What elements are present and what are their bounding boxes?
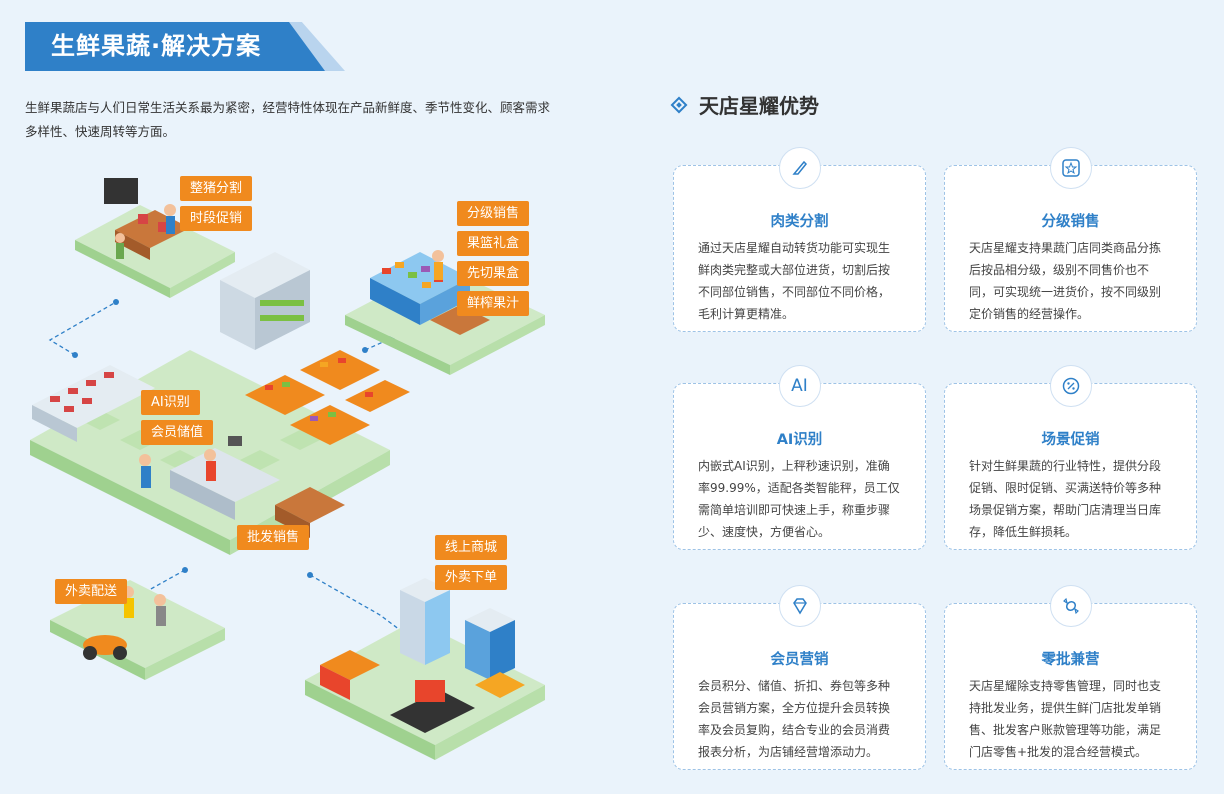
- card-member-marketing: 会员营销 会员积分、储值、折扣、券包等多种会员营销方案，全方位提升会员转换率及会…: [673, 585, 926, 770]
- tag-pig-split: 整猪分割: [180, 176, 253, 201]
- card-desc: 针对生鲜果蔬的行业特性，提供分段促销、限时促销、买满送特价等多种场景促销方案，帮…: [969, 459, 1162, 539]
- star-box-icon: [1049, 147, 1092, 189]
- page-title: 生鲜果蔬·解决方案: [25, 22, 325, 71]
- card-grade-sales: 分级销售 天店星耀支持果蔬门店同类商品分拣后按品相分级，级别不同售价也不同，可实…: [944, 147, 1197, 332]
- candy-icon: [1049, 585, 1092, 627]
- isometric-store-svg: [30, 178, 545, 760]
- tag-fresh-juice: 鲜榨果汁: [457, 291, 530, 316]
- card-desc: 通过天店星耀自动转货功能可实现生鲜肉类完整或大部位进货，切割后按不同部位销售，不…: [698, 241, 891, 321]
- tag-time-promo: 时段促销: [180, 206, 253, 231]
- card-desc: 内嵌式AI识别，上秤秒速识别，准确率99.99%，适配各类智能秤，员工仅需简单培…: [698, 459, 900, 539]
- tag-fruit-basket: 果篮礼盒: [457, 231, 530, 256]
- discount-icon: [1049, 365, 1092, 407]
- card-title: AI识别: [776, 432, 823, 448]
- section-banner: 生鲜果蔬·解决方案: [25, 22, 345, 71]
- tag-wholesale: 批发销售: [237, 525, 310, 550]
- diamond-gem-icon: [778, 585, 821, 627]
- tag-grade-sales: 分级销售: [457, 201, 530, 226]
- card-desc: 天店星耀除支持零售管理，同时也支持批发业务，提供生鲜门店批发单销售、批发客户账款…: [969, 679, 1162, 759]
- tag-takeout-order: 外卖下单: [435, 565, 508, 590]
- tag-online-mall: 线上商城: [435, 535, 508, 560]
- card-title: 分级销售: [1041, 214, 1100, 230]
- advantages-title: 天店星耀优势: [699, 94, 819, 118]
- card-ai-recognition: AI AI识别 内嵌式AI识别，上秤秒速识别，准确率99.99%，适配各类智能秤…: [673, 365, 926, 550]
- card-retail-wholesale: 零批兼营 天店星耀除支持零售管理，同时也支持批发业务，提供生鲜门店批发单销售、批…: [944, 585, 1197, 770]
- card-scene-promo: 场景促销 针对生鲜果蔬的行业特性，提供分段促销、限时促销、买满送特价等多种场景促…: [944, 365, 1197, 550]
- card-desc: 会员积分、储值、折扣、券包等多种会员营销方案，全方位提升会员转换率及会员复购，结…: [698, 679, 891, 759]
- card-title: 零批兼营: [1041, 652, 1100, 668]
- tag-cut-fruit: 先切果盒: [457, 261, 530, 286]
- tag-ai-recognition: AI识别: [141, 390, 200, 415]
- intro-text: 生鲜果蔬店与人们日常生活关系最为紧密，经营特性体现在产品新鲜度、季节性变化、顾客…: [25, 100, 551, 139]
- ai-icon: AI: [778, 365, 821, 407]
- card-meat-split: 肉类分割 通过天店星耀自动转货功能可实现生鲜肉类完整或大部位进货，切割后按不同部…: [673, 147, 926, 332]
- card-title: 会员营销: [770, 652, 829, 668]
- advantages-heading: 天店星耀优势: [670, 90, 819, 119]
- card-desc: 天店星耀支持果蔬门店同类商品分拣后按品相分级，级别不同售价也不同，可实现统一进货…: [969, 241, 1162, 321]
- store-illustration: 整猪分割 时段促销 分级销售 果篮礼盒 先切果盒 鲜榨果汁 AI识别 会员储值 …: [20, 160, 560, 780]
- card-title: 场景促销: [1041, 432, 1100, 448]
- tag-member-deposit: 会员储值: [141, 420, 214, 445]
- knife-icon: [778, 147, 821, 189]
- tag-delivery: 外卖配送: [55, 579, 128, 604]
- card-title: 肉类分割: [770, 214, 829, 230]
- diamond-icon: [670, 96, 688, 113]
